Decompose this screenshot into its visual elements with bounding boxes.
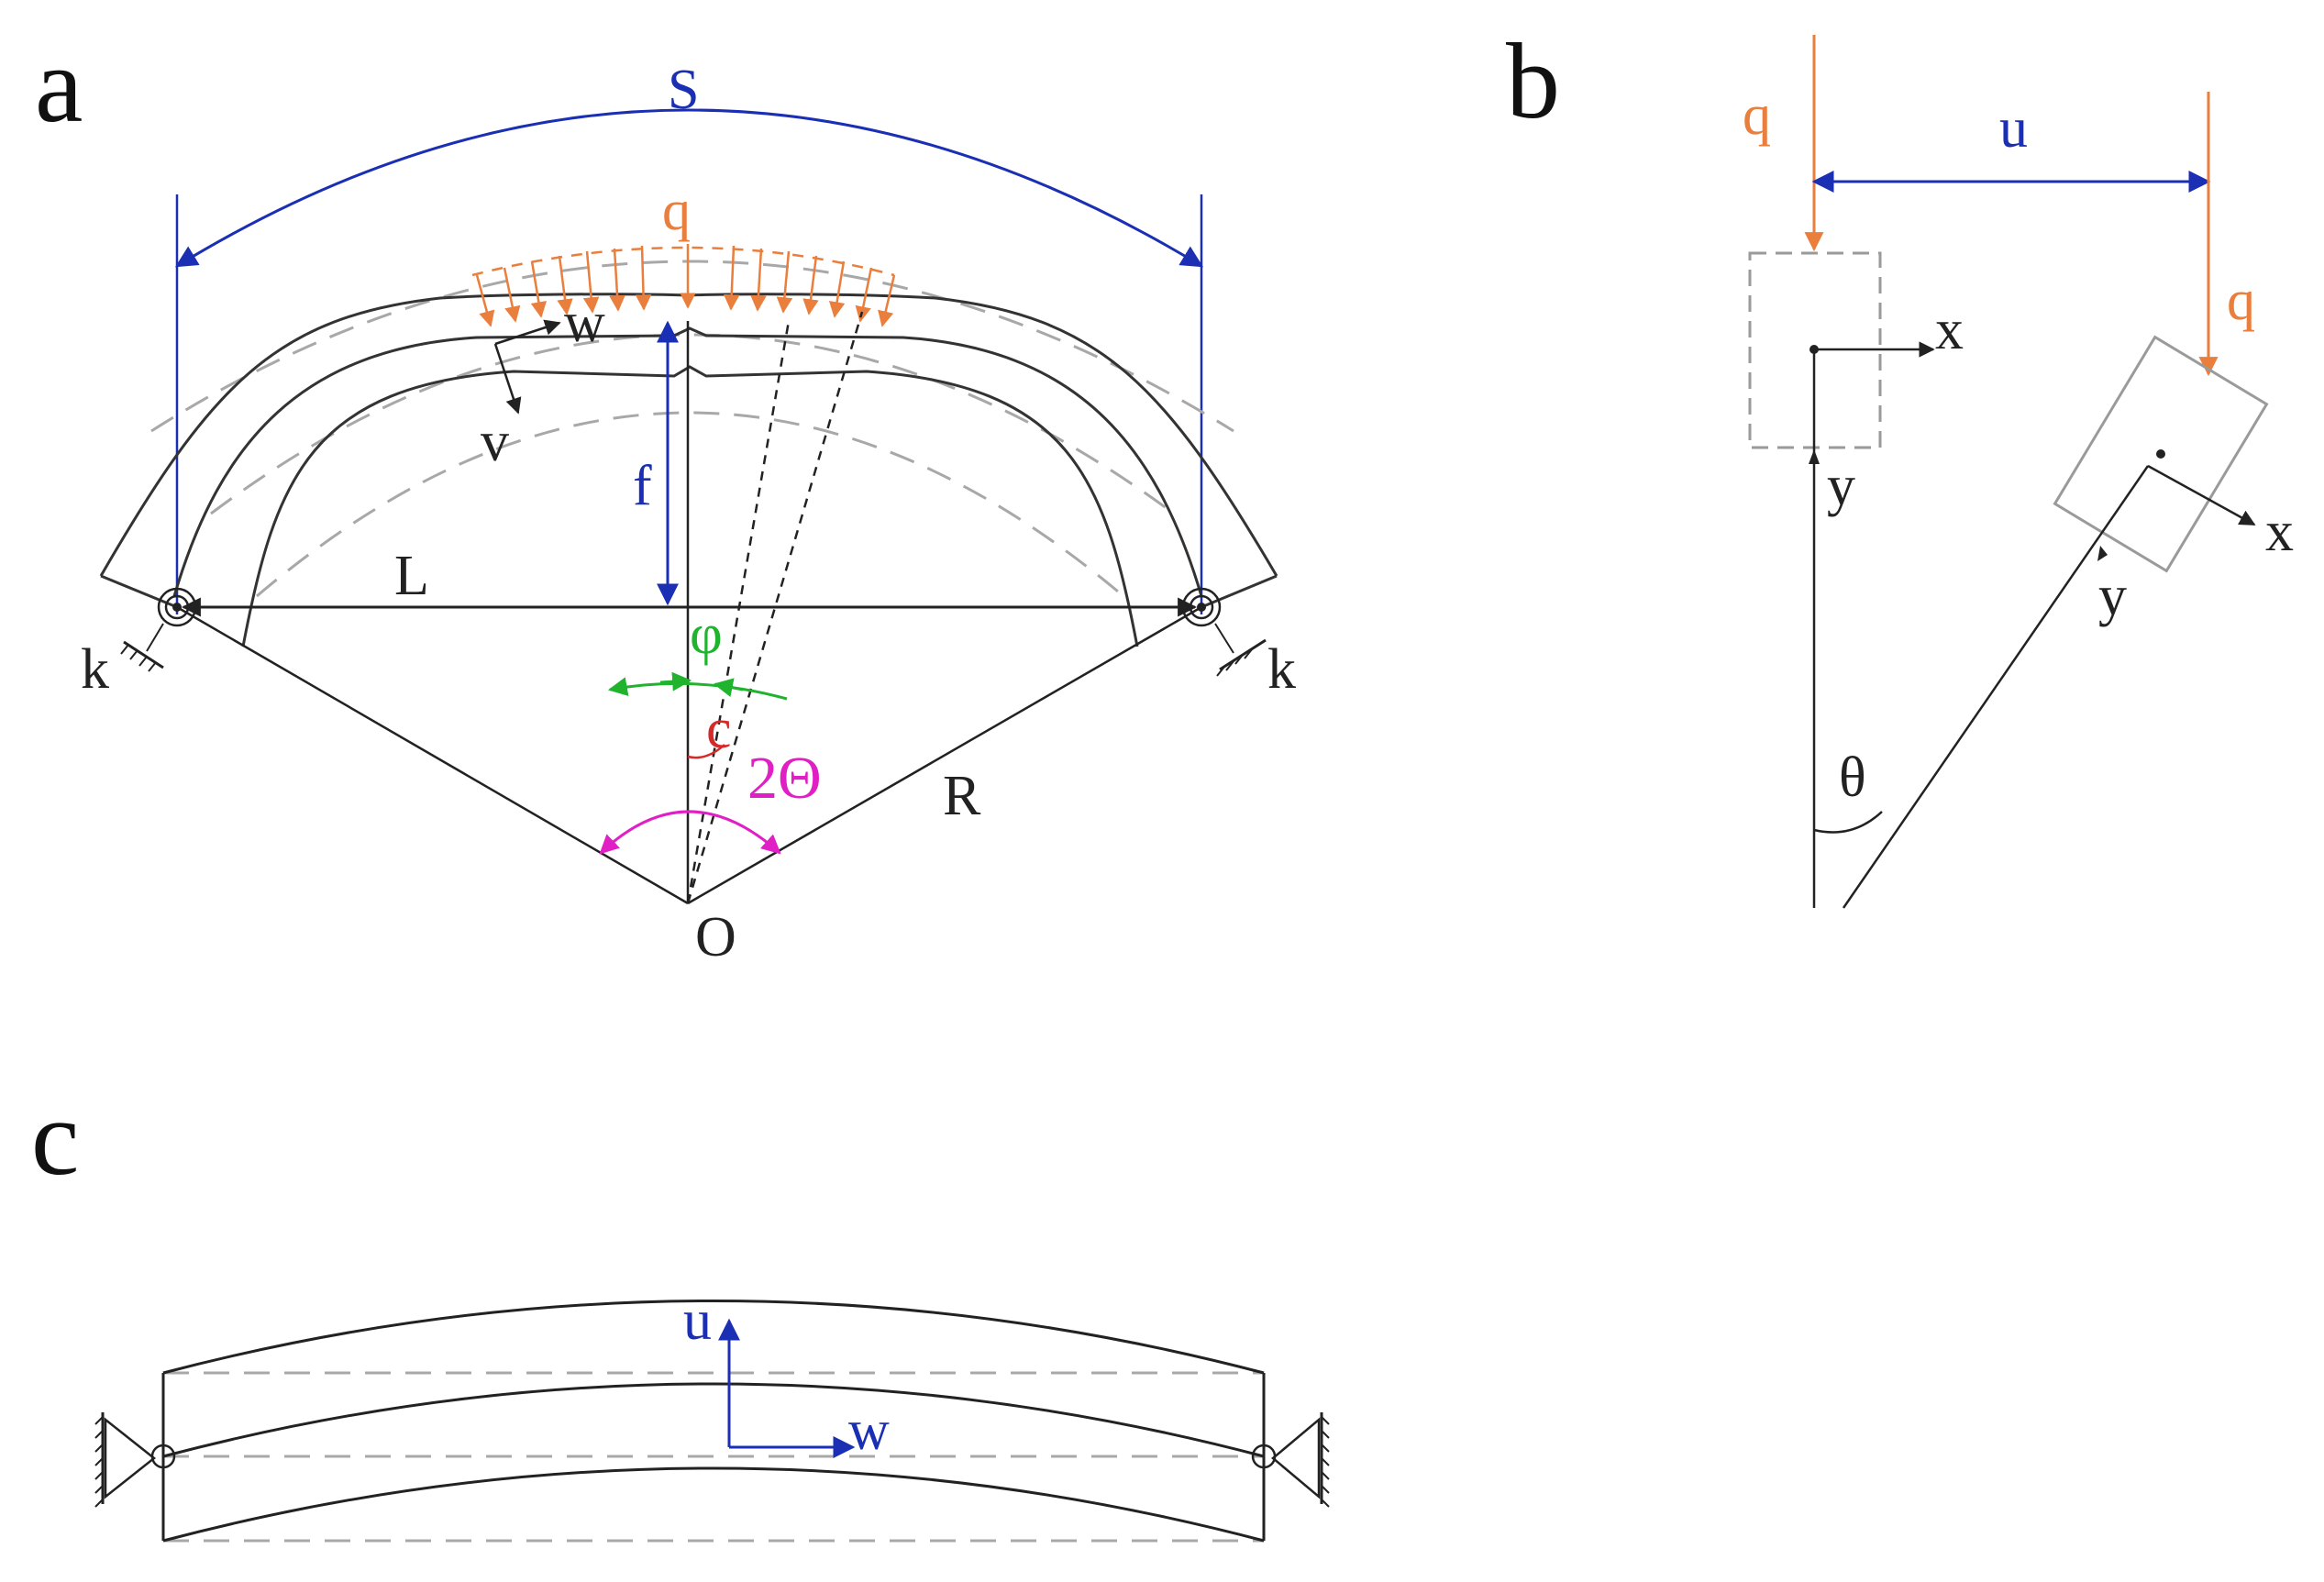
- phi-label: φ: [690, 603, 723, 666]
- right-load-label: q: [2227, 270, 2255, 332]
- right-support: k: [1181, 587, 1296, 701]
- right-x-label: x: [2265, 501, 2294, 563]
- distributed-load: q: [471, 180, 896, 327]
- undeformed-arch-outline: [150, 260, 1234, 598]
- right-y-label: y: [2098, 565, 2127, 627]
- deformed-element-box: [2053, 335, 2269, 573]
- two-theta-arc: [599, 810, 781, 855]
- origin-label: O: [695, 906, 736, 968]
- panel-b: b q u q x y x y θ: [1506, 21, 2294, 909]
- right-spring-label: k: [1267, 638, 1296, 701]
- right-x-axis: [2147, 464, 2256, 526]
- left-x-label: x: [1935, 299, 1964, 361]
- c-label: c: [706, 698, 732, 760]
- w-axis-label: w: [848, 1399, 890, 1462]
- theta-arc: [1813, 811, 1883, 834]
- span-arc-arrow: [174, 108, 1204, 268]
- angle-phi: φ: [607, 603, 788, 701]
- right-end-cap: [1201, 574, 1278, 609]
- panel-a-label: a: [35, 25, 83, 145]
- left-y-label: y: [1827, 455, 1855, 517]
- chord: L: [181, 545, 1198, 617]
- span-label: S: [668, 59, 699, 121]
- chord-label: L: [394, 545, 429, 607]
- angle-2theta: 2Θ: [599, 745, 822, 855]
- undeformed-beam-lines: [163, 1371, 1264, 1543]
- v-arrow: [493, 343, 522, 415]
- undeformed-inner-arc: [256, 411, 1124, 598]
- v-label: v: [481, 411, 509, 473]
- panel-b-label: b: [1506, 21, 1560, 141]
- deformed-middle-line: [172, 326, 1203, 597]
- beam-bottom-edge: [162, 1466, 1265, 1543]
- load-top-curve: [471, 246, 895, 277]
- panel-a: a S: [35, 25, 1296, 968]
- panel-c-label: c: [31, 1078, 79, 1198]
- undeformed-middle-arc: [210, 333, 1175, 515]
- u-label: u: [1999, 97, 2028, 160]
- dashed-radius-2: [686, 311, 864, 904]
- deformed-element: [2053, 335, 2269, 573]
- left-end-cap: [100, 574, 178, 609]
- left-radius: [176, 605, 689, 905]
- left-support: k: [81, 587, 197, 701]
- deformed-beam: [161, 1300, 1266, 1543]
- w-label: w: [564, 292, 605, 354]
- theta-label: θ: [1839, 747, 1866, 809]
- angle-c: c: [687, 698, 732, 760]
- beam-middle-line: [162, 1382, 1265, 1458]
- inclined-line: [1842, 465, 2150, 909]
- rise-dimension: f: [633, 320, 679, 606]
- deformed-inner-edge: [241, 365, 1139, 647]
- phi-arc: [607, 677, 788, 701]
- panel-c: c u w: [31, 1078, 1330, 1543]
- w-arrow: [494, 319, 561, 346]
- beam-top-edge: [162, 1300, 1265, 1375]
- left-pin-support: [94, 1412, 176, 1508]
- two-theta-label: 2Θ: [747, 745, 822, 812]
- undeformed-outer-arc: [150, 260, 1234, 433]
- displacement-vectors: w v: [481, 292, 605, 473]
- left-load-label: q: [1743, 84, 1771, 147]
- load-label-q: q: [662, 180, 691, 242]
- rise-label: f: [633, 455, 652, 517]
- right-pin-support: [1251, 1412, 1330, 1508]
- u-axis-label: u: [683, 1289, 712, 1352]
- left-spring-label: k: [81, 638, 109, 701]
- radius-label: R: [943, 765, 981, 827]
- span-length-dimension: S: [174, 59, 1204, 614]
